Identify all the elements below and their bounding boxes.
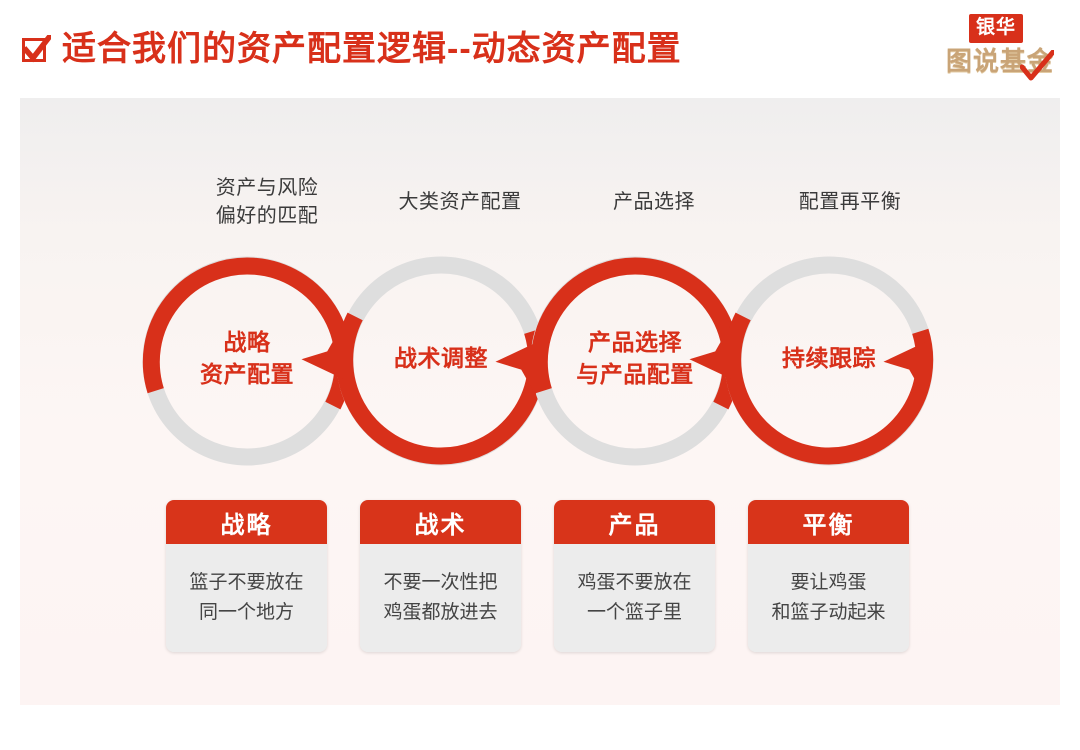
brand-badge-label: 银华 [969,14,1024,43]
step-caption-1: 资产与风险 偏好的匹配 [215,177,319,227]
summary-card-text-3: 鸡蛋不要放在 一个篮子里 [554,544,715,652]
summary-card-title-1: 战略 [166,500,327,544]
checkbox-checked-icon [21,32,54,65]
diagram-panel: 资产与风险 偏好的匹配 大类资产配置 产品选择 配置再平衡 [20,98,1060,705]
page-header: 适合我们的资产配置逻辑--动态资产配置 银华 图说基金 [0,0,1080,98]
summary-card-3[interactable]: 产品 鸡蛋不要放在 一个篮子里 [554,500,715,652]
brand-logo: 银华 图说基金 [946,14,1056,86]
step-caption-3: 产品选择 [613,191,695,213]
summary-card-title-2: 战术 [360,500,521,544]
summary-card-1[interactable]: 战略 篮子不要放在 同一个地方 [166,500,327,652]
ring-label-2: 战术调整 [394,345,488,371]
summary-card-title-3: 产品 [554,500,715,544]
summary-card-text-1: 篮子不要放在 同一个地方 [166,544,327,652]
check-mark-icon [1019,49,1056,84]
summary-card-4[interactable]: 平衡 要让鸡蛋 和篮子动起来 [748,500,909,652]
page-title: 适合我们的资产配置逻辑--动态资产配置 [62,30,682,68]
summary-card-2[interactable]: 战术 不要一次性把 鸡蛋都放进去 [360,500,521,652]
summary-card-text-2: 不要一次性把 鸡蛋都放进去 [360,544,521,652]
summary-card-text-4: 要让鸡蛋 和篮子动起来 [748,544,909,652]
step-caption-2: 大类资产配置 [398,191,522,213]
step-caption-4: 配置再平衡 [798,191,902,213]
summary-card-title-4: 平衡 [748,500,909,544]
ring-label-4: 持续跟踪 [782,345,876,371]
ring-label-3: 产品选择 与产品配置 [576,329,694,387]
ring-label-1: 战略 资产配置 [200,329,294,387]
